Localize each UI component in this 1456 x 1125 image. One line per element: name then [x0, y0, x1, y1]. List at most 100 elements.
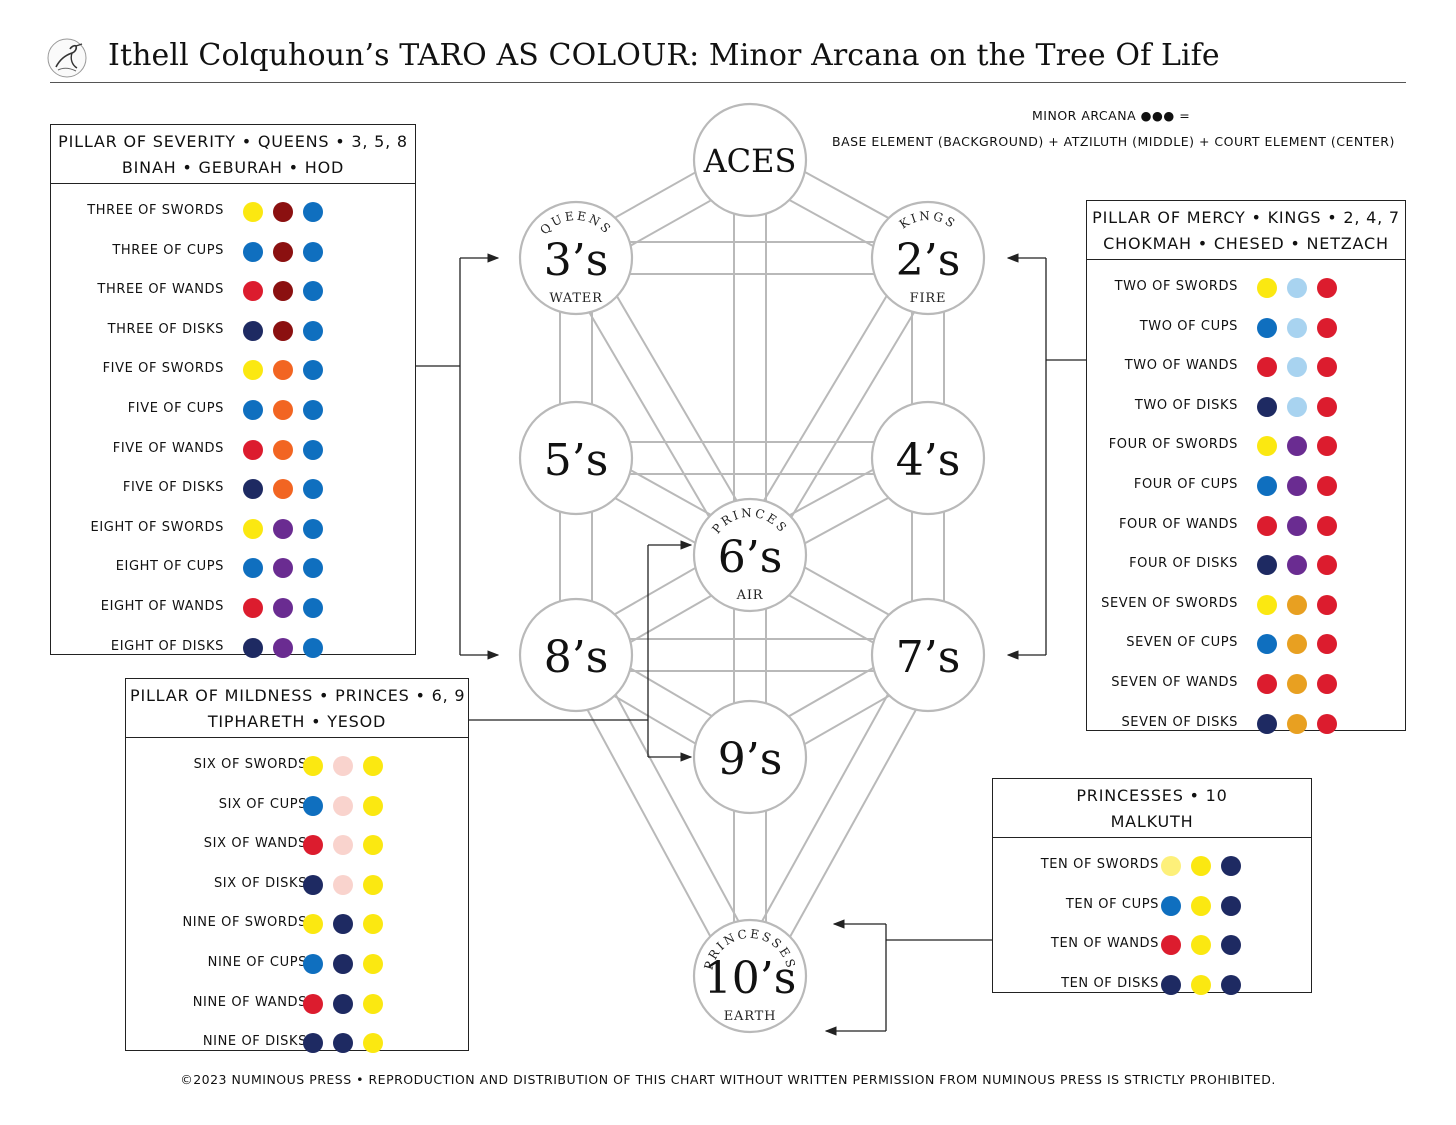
sephirah-element-label: AIR — [736, 588, 764, 603]
color-dot-red — [303, 835, 323, 856]
card-name: FOUR OF SWORDS — [1108, 437, 1238, 453]
sephirah-fives: 5’s — [518, 400, 634, 516]
color-dot-red — [303, 993, 323, 1014]
card-name: SEVEN OF DISKS — [1121, 714, 1238, 730]
color-dot-red — [243, 439, 263, 460]
card-name: SIX OF SWORDS — [193, 757, 307, 772]
color-dot-navy — [303, 1033, 323, 1054]
card-name: THREE OF CUPS — [112, 242, 224, 258]
color-dot-dark-red — [273, 320, 293, 341]
card-row: THREE OF CUPS — [51, 232, 415, 272]
color-dot-yellow — [363, 993, 383, 1014]
card-name: EIGHT OF DISKS — [110, 638, 224, 654]
color-dot-navy — [1257, 555, 1277, 576]
card-row: FOUR OF CUPS — [1087, 466, 1405, 506]
color-dot-purple — [273, 597, 293, 618]
color-dot-navy — [1257, 713, 1277, 734]
card-row: NINE OF CUPS — [126, 944, 468, 984]
pillar-connector-arrows — [416, 253, 1086, 1036]
card-row: FIVE OF WANDS — [51, 430, 415, 470]
sephirah-eights: 8’s — [518, 597, 634, 713]
card-row: TWO OF SWORDS — [1087, 268, 1405, 308]
legend-subtitle: BINAH • GEBURAH • HOD — [121, 158, 345, 177]
color-dot-yellow — [363, 874, 383, 895]
card-row: FIVE OF SWORDS — [51, 350, 415, 390]
color-dot-blue — [303, 439, 323, 460]
color-dot-navy — [333, 1033, 353, 1054]
color-dot-yellow — [1191, 895, 1211, 916]
color-dot-yellow — [243, 202, 263, 222]
sephirah-label: 7’s — [896, 632, 961, 683]
color-dot-blue — [303, 360, 323, 381]
color-dot-amber — [1287, 594, 1307, 615]
color-dot-red — [1257, 673, 1277, 694]
card-name: EIGHT OF WANDS — [100, 598, 224, 614]
color-dot-blue — [303, 281, 323, 302]
card-row: SIX OF SWORDS — [126, 746, 468, 786]
color-dot-blue — [1161, 895, 1181, 916]
legend-subtitle: CHOKMAH • CHESED • NETZACH — [1103, 234, 1389, 253]
pillar-of-mildness-legend: PILLAR OF MILDNESS • PRINCES • 6, 9 TIPH… — [125, 678, 469, 1054]
card-name: FIVE OF WANDS — [112, 440, 224, 456]
color-dot-navy — [333, 953, 353, 974]
color-dot-navy — [243, 320, 263, 341]
color-dot-blue — [243, 399, 263, 420]
card-row: NINE OF WANDS — [126, 984, 468, 1024]
card-name: TEN OF CUPS — [1065, 896, 1159, 912]
card-name: TWO OF SWORDS — [1114, 279, 1238, 294]
sephirah-label: 2’s — [896, 235, 961, 286]
sephirah-label: 4’s — [896, 435, 961, 486]
card-row: THREE OF WANDS — [51, 271, 415, 311]
color-dot-yellow — [363, 914, 383, 935]
color-dot-amber — [1287, 713, 1307, 734]
color-dot-purple — [273, 637, 293, 658]
color-dot-blue — [243, 241, 263, 262]
path-fives-fours — [576, 441, 928, 475]
color-dot-red — [1317, 713, 1337, 734]
color-dot-navy — [1221, 856, 1241, 876]
color-dot-red — [1317, 436, 1337, 457]
card-row: SIX OF DISKS — [126, 865, 468, 905]
path-threes-twos — [576, 241, 928, 275]
legend-header: PILLAR OF SEVERITY • QUEENS • 3, 5, 8 BI… — [51, 125, 415, 184]
color-dot-yellow — [1191, 935, 1211, 956]
legend-header: PRINCESSES • 10 MALKUTH — [993, 779, 1311, 838]
card-name: TEN OF DISKS — [1061, 975, 1159, 991]
page-title: Ithell Colquhoun’s TARO AS COLOUR: Minor… — [108, 38, 1220, 73]
card-row: SIX OF CUPS — [126, 786, 468, 826]
color-dot-yellow — [363, 953, 383, 974]
color-dot-light-yellow — [1161, 856, 1181, 876]
card-row: TWO OF WANDS — [1087, 347, 1405, 387]
card-name: THREE OF DISKS — [107, 321, 224, 337]
color-dot-light-blue — [1287, 396, 1307, 417]
color-dot-purple — [273, 518, 293, 539]
sephirah-label: 5’s — [544, 435, 609, 486]
card-name: FIVE OF SWORDS — [102, 361, 224, 377]
color-dot-red — [1317, 278, 1337, 298]
color-dot-red — [243, 597, 263, 618]
sephirah-element-label: WATER — [549, 291, 603, 306]
card-name: EIGHT OF CUPS — [115, 559, 224, 575]
color-dot-yellow — [243, 518, 263, 539]
card-row: SIX OF WANDS — [126, 825, 468, 865]
color-dot-navy — [333, 993, 353, 1014]
card-row: TWO OF CUPS — [1087, 308, 1405, 348]
color-dot-navy — [1221, 974, 1241, 995]
color-dot-blue — [303, 241, 323, 262]
legend-title: PRINCESSES • 10 — [1076, 786, 1228, 805]
sephirah-label: 3’s — [544, 235, 609, 286]
color-dot-light-blue — [1287, 278, 1307, 298]
color-dot-navy — [243, 479, 263, 500]
card-name: NINE OF CUPS — [207, 954, 307, 970]
card-row: FIVE OF CUPS — [51, 390, 415, 430]
sephirah-label: 8’s — [544, 632, 609, 683]
card-row: FIVE OF DISKS — [51, 469, 415, 509]
legend-title: PILLAR OF MERCY • KINGS • 2, 4, 7 — [1092, 208, 1400, 227]
